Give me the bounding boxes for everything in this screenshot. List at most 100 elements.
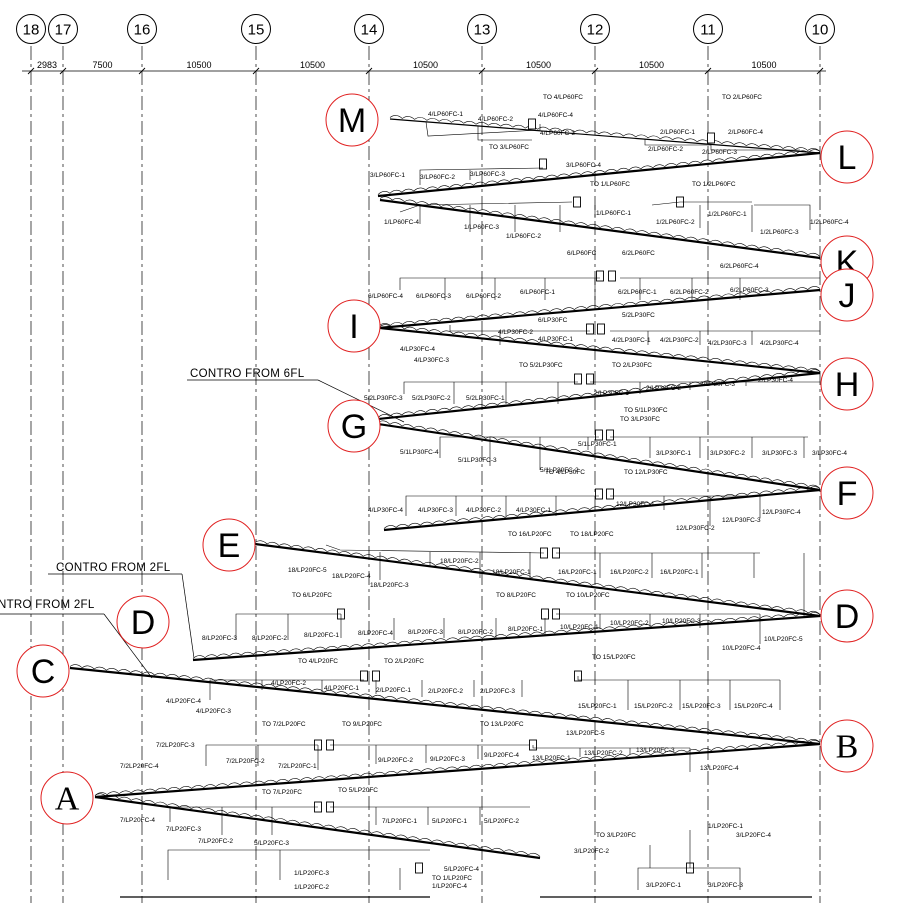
pipe-tag: 12/LP30FC-2 [676,525,715,532]
pipe-tag: 4/LP20FC-1 [324,685,359,692]
pipe-tag: 7/2LP20FC-4 [120,763,159,770]
dimension-value: 10500 [526,60,551,70]
sprinkler-arcs [377,420,821,489]
flow-valve-icon [608,270,616,282]
pipe-tag: TO 15/LP20FC [592,654,636,661]
flow-valve-icon [573,196,581,208]
sprinkler-arcs [379,324,821,372]
sprinkler-arcs [254,540,821,615]
pipe-tag: 6/LP60FC-4 [368,293,403,300]
flow-valve-icon [574,373,582,385]
riser-line [383,488,821,532]
riser-line [379,198,821,260]
pipe-tag: 6/2LP60FC-2 [670,289,709,296]
pipe-tag: TO 2/LP60FC [722,94,762,101]
grid-bubble-label: 16 [134,22,151,39]
pipe-tag: 5/1LP30FC-2 [540,467,579,474]
dimension-value: 10500 [639,60,664,70]
riser-line [94,742,821,799]
pipe-tag: 18/LP20FC-4 [332,573,371,580]
pipe-tag: TO 4/LP20FC [298,658,338,665]
pipe-tag: 3/LP30FC-4 [812,450,847,457]
flow-valve-icon [415,862,423,874]
pipe-tag: 3/LP30FC-1 [656,450,691,457]
pipe-tag: 1/LP60FC-3 [464,224,499,231]
dimension-value: 10500 [300,60,325,70]
section-tag-circle [327,399,381,453]
pipe-tag: 16/LP20FC-1 [558,569,597,576]
pipe-branch [449,325,590,332]
pipe-tag: 6/2LP60FC-3 [730,287,769,294]
riser-line [69,666,821,746]
pipe-tag: 3/LP20FC-4 [736,832,771,839]
pipe-tag: 7/2LP20FC-1 [278,763,317,770]
pipe-tag: TO 3/LP30FC [620,416,660,423]
pipe-branch [532,745,690,749]
pipe-tag: 8/LP20FC-1 [508,626,543,633]
pipe-tag: TO 5/2LP30FC [519,362,563,369]
pipe-tag: 1/LP20FC-2 [294,884,329,891]
section-tag-circle [327,299,381,353]
note-contro-6fl: CONTRO FROM 6FL [190,368,305,380]
pipe-tag: 5/1LP30FC-4 [400,449,439,456]
riser-line [377,151,821,198]
grid-bubble-label: 14 [361,22,378,39]
riser-line [377,288,821,330]
pipe-tag: 5/LP20FC-4 [444,866,479,873]
section-tag-circle [325,93,379,147]
grid-bubble-label: 17 [55,22,72,39]
sprinkler-arcs [377,286,821,327]
pipe-tag: 18/LP20FC-2 [440,558,479,565]
pipe-tag: 5/LP20FC-3 [254,840,289,847]
pipe-tag: 1/LP60FC-2 [506,233,541,240]
pipe-branch [325,544,545,554]
pipe-branch [754,204,811,230]
pipe-tag: 8/LP20FC-3 [408,629,443,636]
pipe-tag: 7/LP20FC-1 [382,818,417,825]
pipe-tag: 4/LP30FC-4 [400,346,435,353]
labels-layer: TO 4/LP60FC 4/LP60FC-1 4/LP60FC-2 4/LP60FC-… [0,0,849,891]
pipe-branch [690,867,741,890]
section-tag-circle [116,595,170,649]
pipe-tag: 1/LP60FC-4 [384,219,419,226]
flow-valve-icon [606,429,614,441]
pipe-branch [399,277,600,290]
pipe-tag: 4/LP60FC-1 [428,111,463,118]
section-tag-label: J [839,277,856,315]
pipe-tag: TO 12/LP30FC [624,469,668,476]
flow-valve-icon [606,488,614,500]
pipe-tag: 4/2LP30FC-4 [760,340,799,347]
flow-valve-icon [539,158,547,170]
section-tag-circle [820,466,874,520]
pipe-tag: 2/LP30FC-3 [700,381,735,388]
pipe-tag: 5/2LP30FC-3 [364,395,403,402]
pipe-tag: TO 4/LP60FC [543,94,583,101]
note-contro-2fl: CONTRO FROM 2FL [56,562,171,574]
pipe-tag: 8/LP20FC-2 [252,635,287,642]
pipe-tag: TO 5/1LP30FC [624,407,668,414]
pipe-branch [651,201,752,206]
pipe-tag: 4/LP30FC-3 [418,507,453,514]
pipe-tag: 16/LP20FC-2 [610,569,649,576]
pipe-tag: TO 18/LP20FC [570,531,614,538]
pipe-tag: 6/2LP60FC-4 [720,263,759,270]
dimension-value: 2983 [37,60,57,70]
pipe-tag: 4/LP60FC-2 [478,116,513,123]
pipe-tag: 1/LP20FC-1 [708,823,743,830]
pipe-tag: 3/LP60FC-3 [470,171,505,178]
pipe-branch [644,139,711,146]
pipe-tag: 7/2LP20FC-2 [226,758,265,765]
flow-valve-icon [596,270,604,282]
pipe-tag: TO 13/LP20FC [480,721,524,728]
dimension-value: 10500 [413,60,438,70]
pipe-tag: 5/2LP30FC [622,312,655,319]
grid-bubble-11 [693,14,723,44]
pipe-tag: TO 3/LP60FC [489,144,529,151]
pipe-tag: 18/LP20FC-1 [492,569,531,576]
pipe-tag: 4/LP60FC-3 [540,130,575,137]
pipe-tag: 3/LP20FC-2 [574,848,609,855]
pipe-tag: 16/LP20FC-1 [660,569,699,576]
